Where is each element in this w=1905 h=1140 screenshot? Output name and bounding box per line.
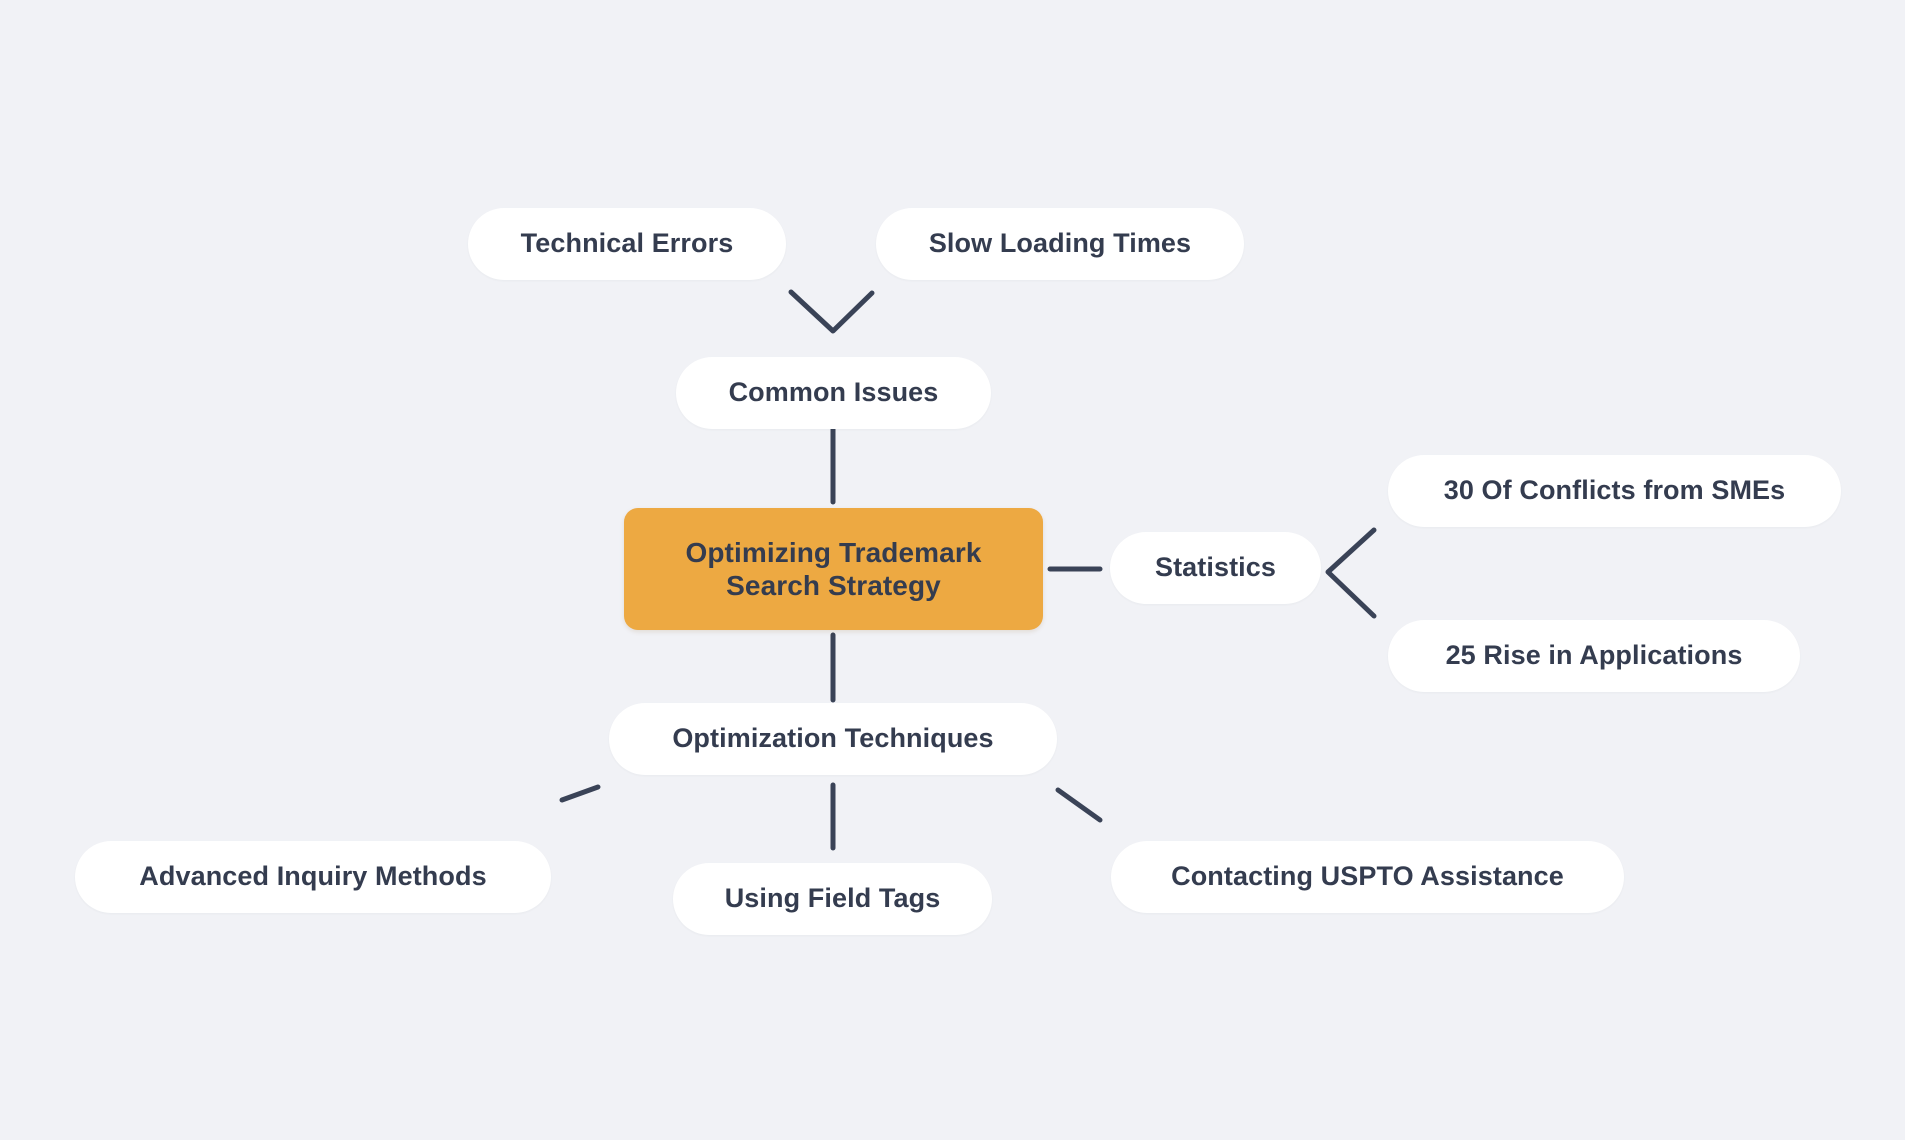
node-label: Contacting USPTO Assistance [1171,861,1564,892]
node-label: Statistics [1154,552,1277,583]
node-label: Using Field Tags [724,883,941,914]
node-label: Optimization Techniques [672,723,994,754]
node-technical-errors[interactable]: Technical Errors [468,208,786,280]
node-label: Optimizing Trademark Search Strategy [685,536,982,601]
connector-technical-slow-to-common [788,289,875,334]
node-common-issues[interactable]: Common Issues [676,357,991,429]
node-label: Advanced Inquiry Methods [139,861,487,892]
node-25-rise-in-applications[interactable]: 25 Rise in Applications [1388,620,1800,692]
node-using-field-tags[interactable]: Using Field Tags [673,863,992,935]
node-label: 25 Rise in Applications [1445,640,1743,671]
connector-optimization-to-advanced [559,784,601,803]
node-label: Common Issues [728,377,939,408]
node-label: Slow Loading Times [928,228,1192,259]
node-optimization-techniques[interactable]: Optimization Techniques [609,703,1057,775]
connector-optimization-to-uspto [1055,787,1103,823]
node-label: Technical Errors [520,228,734,259]
node-30-of-conflicts-from-smes[interactable]: 30 Of Conflicts from SMEs [1388,455,1841,527]
node-statistics[interactable]: Statistics [1110,532,1321,604]
node-advanced-inquiry-methods[interactable]: Advanced Inquiry Methods [75,841,551,913]
node-root-optimizing-trademark-search-strategy[interactable]: Optimizing Trademark Search Strategy [624,508,1043,630]
connector-statistics-fork [1325,527,1377,619]
node-contacting-uspto-assistance[interactable]: Contacting USPTO Assistance [1111,841,1624,913]
node-slow-loading-times[interactable]: Slow Loading Times [876,208,1244,280]
node-label: 30 Of Conflicts from SMEs [1443,475,1786,506]
